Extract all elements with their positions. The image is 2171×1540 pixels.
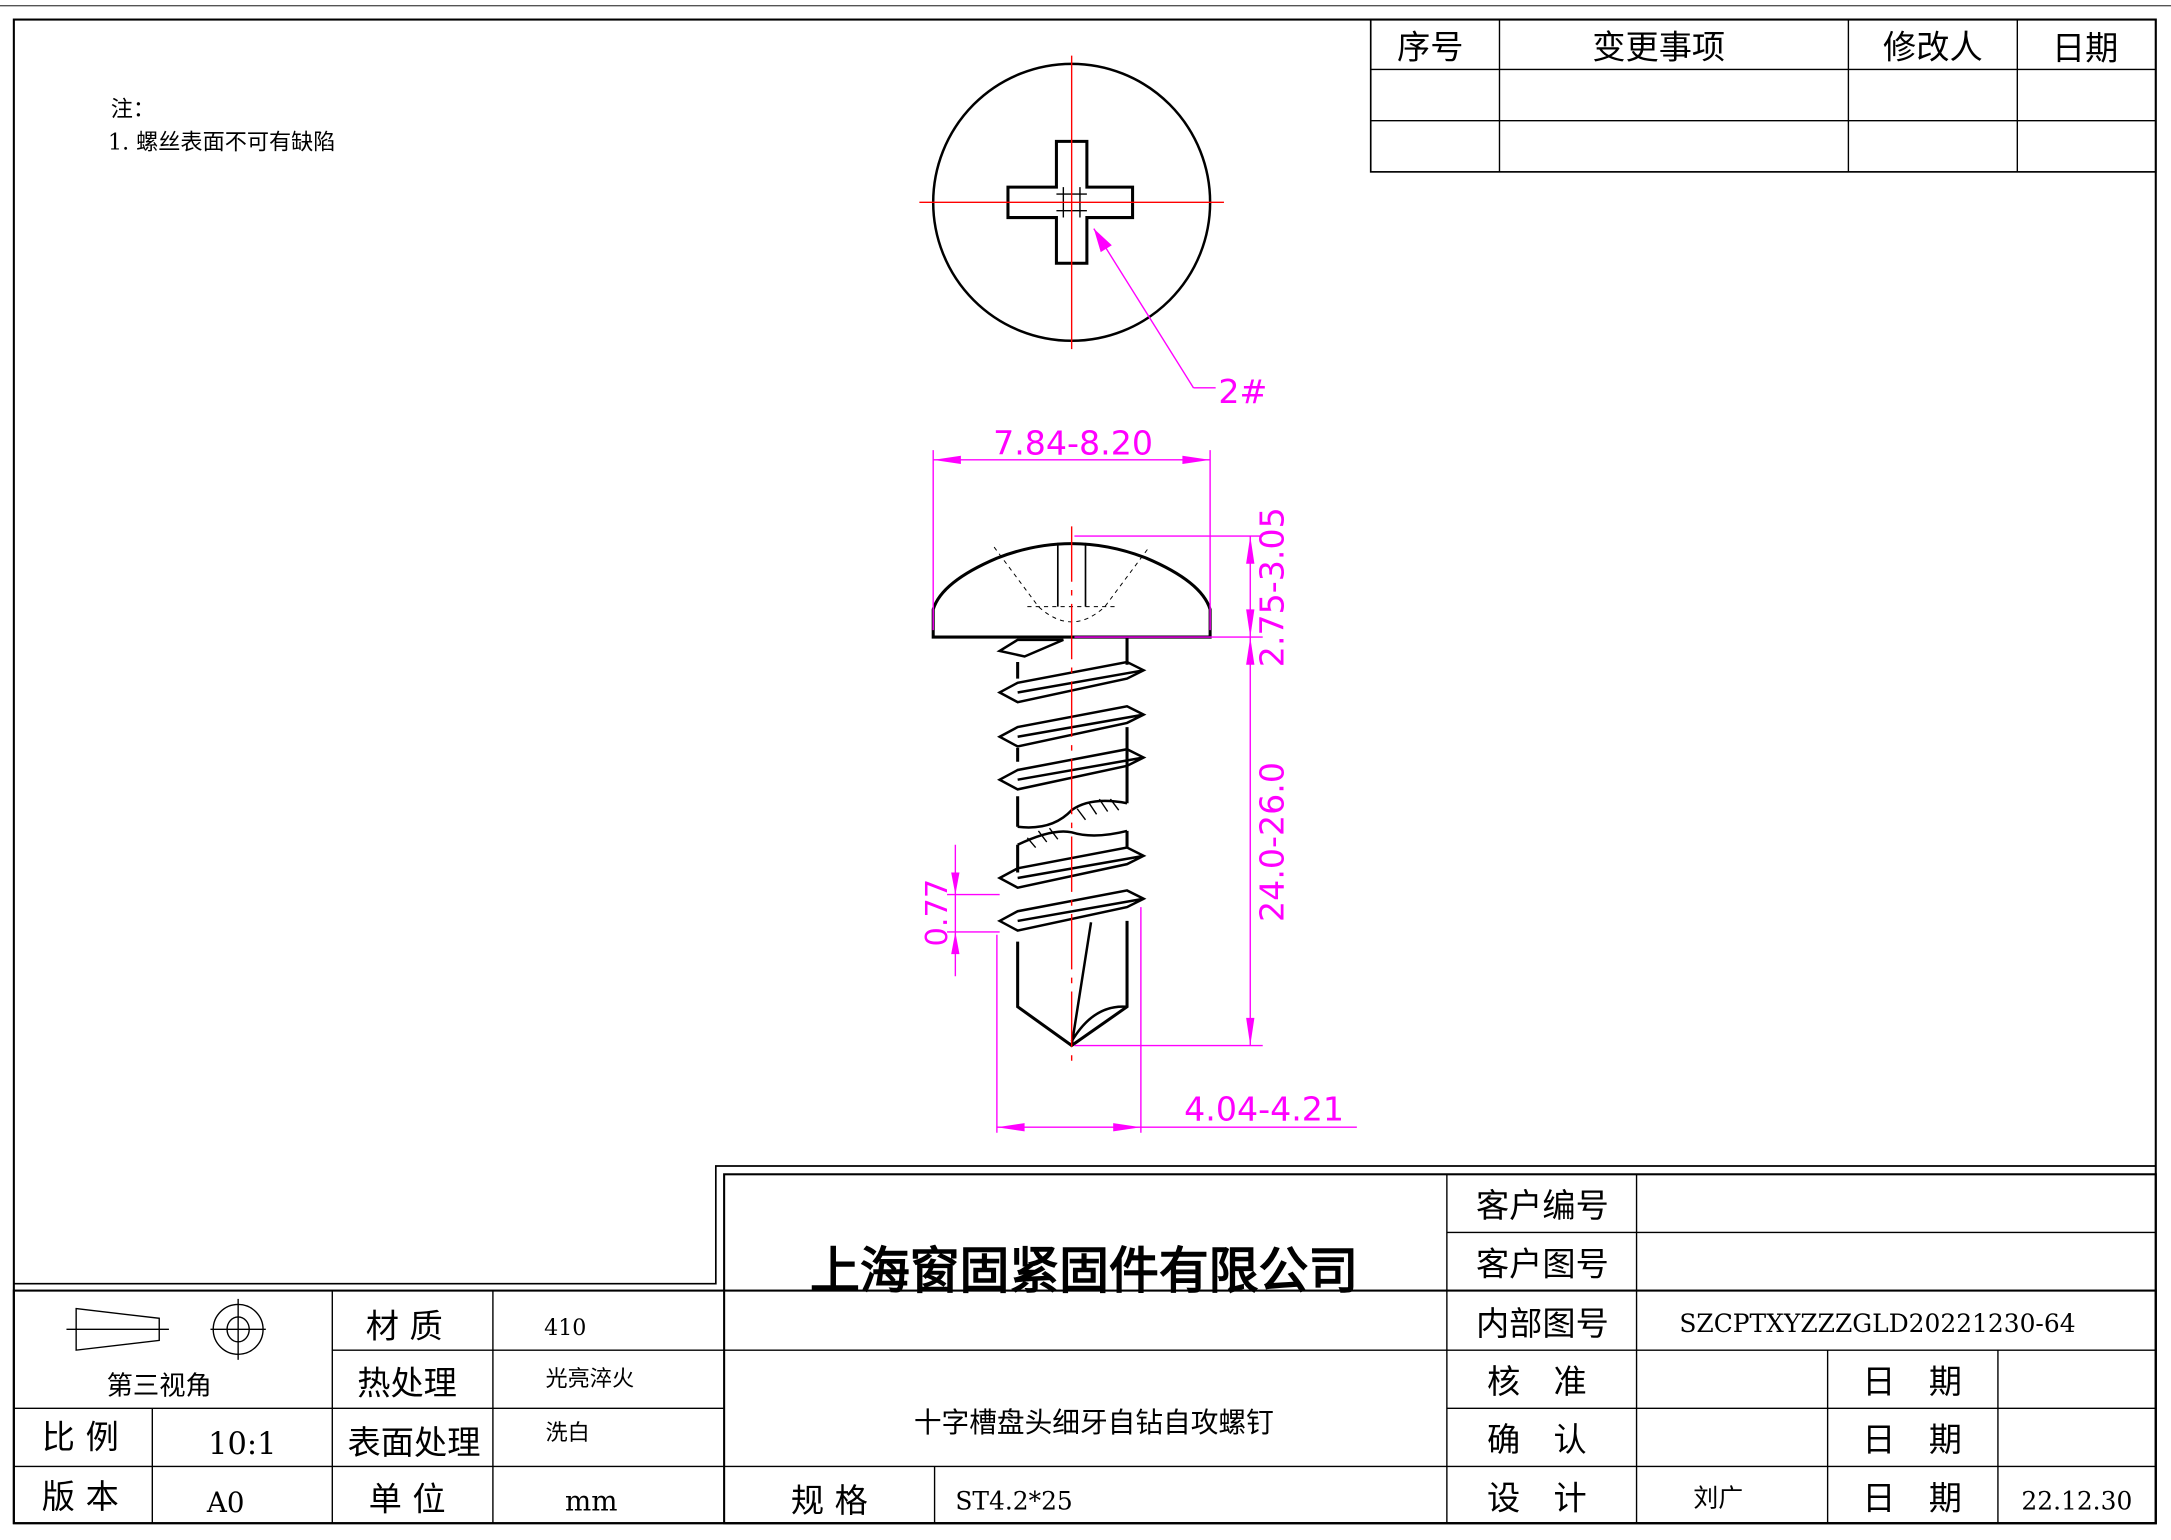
design-label: 设 计 [1487,1478,1587,1517]
material-value: 410 [544,1315,586,1341]
screw-top-view: 2# [919,55,1267,411]
scale-value: 10:1 [208,1427,276,1462]
confirm-date-label: 日 期 [1862,1420,1962,1459]
length-dimension: 24.0-26.0 [1252,762,1291,922]
approve-date-label: 日 期 [1862,1362,1962,1401]
third-angle-projection-icon [66,1298,266,1360]
head-height-dimension: 2.75-3.05 [1252,507,1291,667]
projection-label: 第三视角 [107,1371,212,1401]
internal-drawing-label: 内部图号 [1476,1304,1609,1343]
spec-value: ST4.2*25 [955,1486,1072,1515]
revision-header-change: 变更事项 [1592,27,1725,66]
version-value: A0 [206,1486,245,1519]
heat-treatment-value: 光亮淬火 [546,1366,635,1392]
note-item: 1. 螺丝表面不可有缺陷 [108,130,335,156]
surface-value: 洗白 [546,1420,590,1446]
dimensions: 7.84-8.20 2.75-3.05 24.0-26.0 0.77 4.04-… [920,423,1357,1133]
design-date-value: 22.12.30 [2021,1486,2132,1515]
material-label: 材 质 [366,1307,443,1346]
revision-header-editor: 修改人 [1883,27,1983,66]
unit-label: 单 位 [369,1480,446,1519]
surface-label: 表面处理 [348,1423,481,1462]
scale-label: 比 例 [42,1417,119,1456]
revision-header-no: 序号 [1397,27,1463,66]
phillips-recess-icon [1006,139,1135,265]
thread-diameter-dimension: 4.04-4.21 [1184,1089,1344,1128]
confirm-label: 确 认 [1487,1420,1587,1459]
revision-header-date: 日期 [2052,29,2118,68]
notes: 注： 1. 螺丝表面不可有缺陷 [108,96,335,155]
unit-value: mm [565,1485,618,1518]
phillips-size-label: 2# [1218,372,1267,411]
designer-value: 刘广 [1693,1484,1743,1513]
approve-label: 核 准 [1487,1362,1587,1401]
internal-drawing-value: SZCPTXYZZZGLD20221230-64 [1679,1309,2075,1338]
customer-no-label: 客户编号 [1476,1186,1609,1225]
product-name: 十字槽盘头细牙自钻自攻螺钉 [914,1406,1274,1439]
thread-pitch-dimension: 0.77 [920,879,955,947]
head-diameter-dimension: 7.84-8.20 [993,423,1153,462]
design-date-label: 日 期 [1862,1478,1962,1517]
customer-drawing-label: 客户图号 [1476,1244,1609,1283]
notes-title: 注： [111,96,155,122]
company-name: 上海窗固紧固件有限公司 [810,1241,1358,1300]
screw-side-view [931,526,1212,1067]
spec-label: 规 格 [791,1481,868,1520]
heat-treatment-label: 热处理 [357,1363,457,1402]
revision-table: 序号 变更事项 修改人 日期 [1369,18,2157,173]
title-block: 第三视角 材 质 410 热处理 光亮淬火 比 例 10:1 表面处理 洗白 版… [12,1165,2157,1525]
version-label: 版 本 [42,1477,119,1516]
